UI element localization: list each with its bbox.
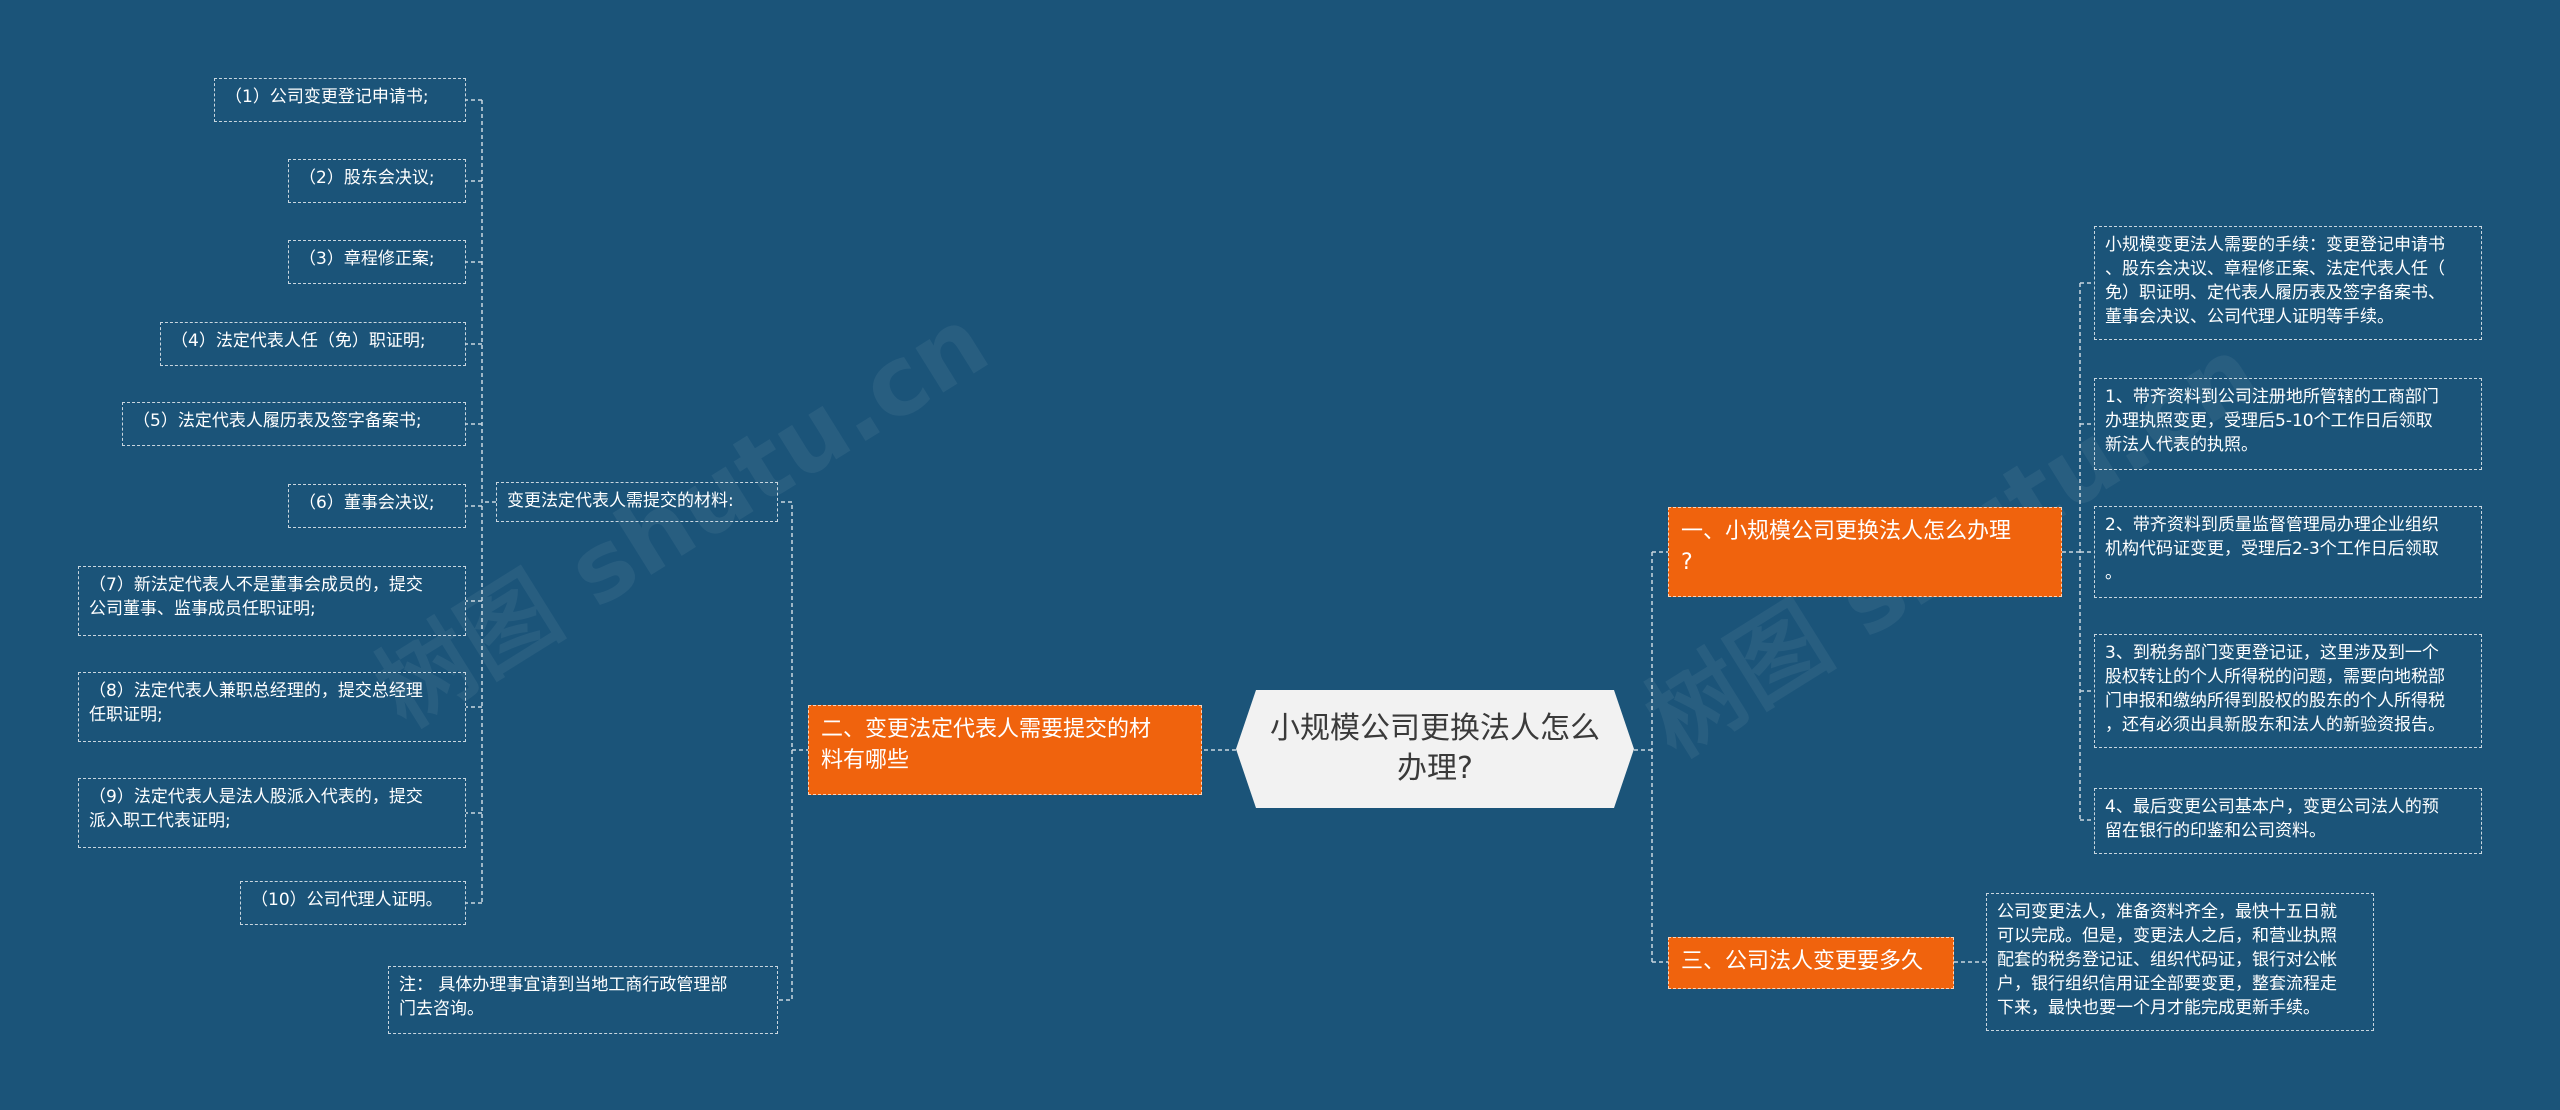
material-item[interactable]: （5）法定代表人履历表及签字备案书;	[122, 402, 466, 446]
material-item[interactable]: （8）法定代表人兼职总经理的，提交总经理 任职证明;	[78, 672, 466, 742]
procedure-item[interactable]: 2、带齐资料到质量监督管理局办理企业组织 机构代码证变更，受理后2-3个工作日后…	[2094, 506, 2482, 598]
material-item[interactable]: （1）公司变更登记申请书;	[214, 78, 466, 122]
material-item[interactable]: （3）章程修正案;	[288, 240, 466, 284]
material-item[interactable]: （2）股东会决议;	[288, 159, 466, 203]
material-item[interactable]: （7）新法定代表人不是董事会成员的，提交 公司董事、监事成员任职证明;	[78, 566, 466, 636]
duration-detail[interactable]: 公司变更法人，准备资料齐全，最快十五日就 可以完成。但是，变更法人之后，和营业执…	[1986, 893, 2374, 1031]
procedure-item[interactable]: 4、最后变更公司基本户，变更公司法人的预 留在银行的印鉴和公司资料。	[2094, 788, 2482, 854]
branch-duration[interactable]: 三、公司法人变更要多久	[1668, 937, 1954, 989]
material-item[interactable]: （4）法定代表人任（免）职证明;	[160, 322, 466, 366]
procedure-item[interactable]: 1、带齐资料到公司注册地所管辖的工商部门 办理执照变更，受理后5-10个工作日后…	[2094, 378, 2482, 470]
branch-materials[interactable]: 二、变更法定代表人需要提交的材 料有哪些	[808, 705, 1202, 795]
procedure-item[interactable]: 小规模变更法人需要的手续：变更登记申请书 、股东会决议、章程修正案、法定代表人任…	[2094, 226, 2482, 340]
material-item[interactable]: （6）董事会决议;	[288, 484, 466, 528]
center-topic[interactable]: 小规模公司更换法人怎么 办理?	[1236, 690, 1634, 808]
material-item[interactable]: （9）法定代表人是法人股派入代表的，提交 派入职工代表证明;	[78, 778, 466, 848]
note-item[interactable]: 注： 具体办理事宜请到当地工商行政管理部 门去咨询。	[388, 966, 778, 1034]
materials-group-label[interactable]: 变更法定代表人需提交的材料:	[496, 482, 778, 522]
procedure-item[interactable]: 3、到税务部门变更登记证，这里涉及到一个 股权转让的个人所得税的问题，需要向地税…	[2094, 634, 2482, 748]
material-item[interactable]: （10）公司代理人证明。	[240, 881, 466, 925]
branch-how-to[interactable]: 一、小规模公司更换法人怎么办理 ?	[1668, 507, 2062, 597]
